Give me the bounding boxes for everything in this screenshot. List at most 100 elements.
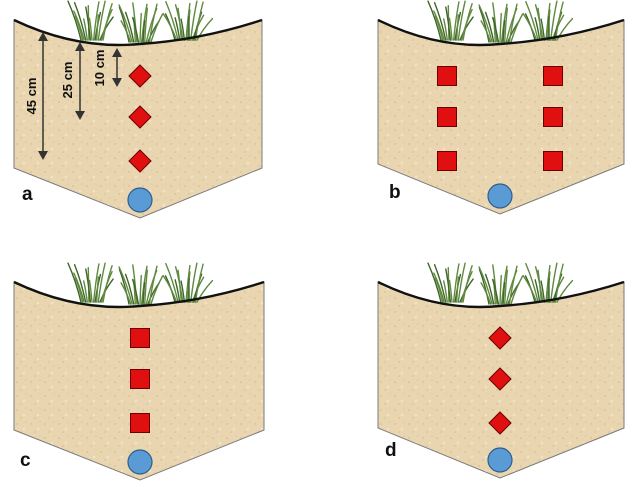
grass-blade bbox=[504, 269, 508, 305]
grass-blade bbox=[165, 0, 179, 41]
grass-blade bbox=[478, 268, 490, 305]
grass-blade bbox=[150, 275, 164, 305]
grass-blade bbox=[550, 262, 558, 303]
grass-blade bbox=[162, 13, 178, 41]
grass-blade bbox=[452, 1, 460, 41]
sensor-group bbox=[128, 64, 152, 173]
grass-blade bbox=[510, 13, 524, 43]
grass-blade bbox=[194, 263, 204, 303]
grass-blade bbox=[534, 279, 541, 303]
grass-blade bbox=[118, 268, 130, 305]
grass-blade bbox=[448, 17, 453, 41]
grass-blade bbox=[462, 3, 473, 41]
grass-blade bbox=[478, 4, 493, 43]
sensor-diamond bbox=[128, 64, 152, 88]
drip-emitter bbox=[487, 183, 513, 209]
sensor-diamond bbox=[488, 367, 512, 391]
grass-blade bbox=[556, 17, 574, 41]
depth-arrow-10-head-bottom bbox=[112, 78, 122, 87]
grass-blade bbox=[434, 277, 444, 303]
grass-blade bbox=[102, 3, 113, 41]
grass-blade bbox=[550, 0, 558, 41]
grass-blade bbox=[118, 6, 130, 43]
grass-blade bbox=[148, 3, 158, 43]
depth-label: 25 cm bbox=[60, 62, 75, 99]
sensor-square bbox=[437, 66, 457, 86]
sensor-square bbox=[130, 369, 150, 389]
sensor-square bbox=[543, 107, 563, 127]
grass-blade bbox=[510, 275, 524, 305]
grass-blade bbox=[492, 264, 498, 305]
grass-blade bbox=[508, 265, 518, 305]
grass-blade bbox=[456, 14, 460, 41]
grass-blade bbox=[96, 276, 100, 303]
grass-blade bbox=[554, 1, 564, 41]
panel-c: c bbox=[13, 262, 265, 481]
drip-emitter bbox=[127, 449, 153, 475]
grass-blade bbox=[67, 262, 82, 303]
grass-blade bbox=[174, 4, 184, 41]
grass-blade bbox=[73, 272, 85, 303]
grass-blade bbox=[522, 13, 538, 41]
grass-blade bbox=[556, 279, 574, 303]
grass-blade bbox=[445, 6, 452, 41]
grass-blade bbox=[148, 265, 158, 305]
depth-arrow-25-head-bottom bbox=[75, 111, 85, 120]
grass-blade bbox=[462, 265, 473, 303]
grass-blade bbox=[196, 17, 214, 41]
grass-blade bbox=[139, 274, 142, 305]
grass-blade bbox=[525, 0, 539, 41]
grass-blade bbox=[120, 282, 132, 305]
grass-blade bbox=[427, 262, 442, 303]
grass-blade bbox=[545, 2, 551, 41]
grass-blade bbox=[132, 278, 140, 305]
sensor-group bbox=[488, 326, 512, 435]
grass-blade bbox=[132, 264, 138, 305]
panel-b: b bbox=[377, 0, 625, 215]
sensor-diamond bbox=[128, 149, 152, 173]
grass-blade bbox=[484, 273, 495, 305]
depth-label: 10 cm bbox=[92, 50, 107, 87]
grass-blade bbox=[132, 2, 138, 43]
grass-blade bbox=[456, 276, 460, 303]
grass-blade bbox=[443, 18, 448, 41]
grass-blade bbox=[525, 262, 539, 303]
panel-letter: b bbox=[389, 182, 401, 203]
grass-blade bbox=[492, 2, 498, 43]
grass-blade bbox=[102, 265, 113, 303]
soil-surface-line bbox=[377, 18, 625, 47]
depth-arrow-45-head-bottom bbox=[38, 151, 48, 160]
drip-emitter bbox=[127, 187, 153, 213]
grass-blade bbox=[88, 17, 93, 41]
grass-blade bbox=[85, 6, 92, 41]
grass-blade bbox=[92, 1, 100, 41]
grass-blade bbox=[534, 17, 541, 41]
grass-blade bbox=[443, 280, 448, 303]
grass-blade bbox=[144, 269, 148, 305]
grass-blade bbox=[74, 277, 84, 303]
panel-letter: d bbox=[385, 440, 397, 461]
grass-blade bbox=[124, 11, 135, 43]
grass-blade bbox=[174, 266, 184, 303]
grass-blade bbox=[433, 272, 445, 303]
grass-blade bbox=[433, 264, 447, 303]
grass-blade bbox=[457, 262, 466, 303]
grass-blade bbox=[480, 20, 492, 43]
grass-blade bbox=[139, 12, 142, 43]
sensor-square bbox=[130, 328, 150, 348]
grass-blade bbox=[196, 279, 214, 303]
sensor-square bbox=[543, 151, 563, 171]
sensor-diamond bbox=[488, 326, 512, 350]
grass-blade bbox=[83, 280, 88, 303]
grass-blade bbox=[522, 275, 538, 303]
grass-blade bbox=[73, 264, 87, 303]
grass-blade bbox=[478, 6, 490, 43]
grass-blade bbox=[97, 262, 106, 303]
grass-blade bbox=[124, 273, 135, 305]
grass-blade bbox=[457, 0, 466, 41]
grass-blade bbox=[144, 7, 148, 43]
grass-blade bbox=[185, 2, 191, 41]
